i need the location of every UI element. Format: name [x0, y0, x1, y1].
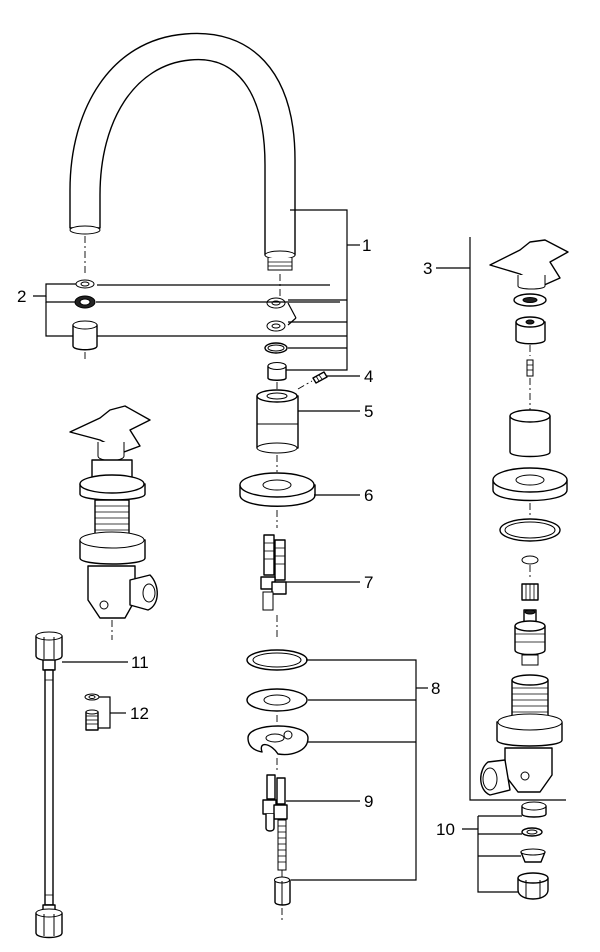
leader-1 — [286, 209, 360, 371]
spout-part — [69, 32, 296, 271]
leader-12 — [98, 696, 126, 729]
callout-6: 6 — [364, 486, 373, 505]
leader-2 — [33, 283, 347, 337]
callout-12: 12 — [130, 704, 149, 723]
callout-7: 7 — [364, 573, 373, 592]
left-valve-assembly — [69, 405, 158, 619]
leader-10 — [462, 815, 522, 893]
supply-hose-part — [35, 631, 63, 939]
valve-kit-parts — [480, 239, 569, 796]
leader-8 — [291, 659, 428, 881]
callout-10: 10 — [436, 820, 455, 839]
callout-2: 2 — [17, 287, 26, 306]
callout-9: 9 — [364, 792, 373, 811]
aerator-set-part — [72, 279, 98, 351]
callout-8: 8 — [431, 679, 440, 698]
callout-5: 5 — [364, 402, 373, 421]
filter-insert-part — [84, 693, 100, 731]
set-screw-part — [297, 371, 328, 390]
spout-sleeve-part — [256, 389, 299, 454]
mounting-hardware-part — [246, 649, 309, 756]
callout-1: 1 — [362, 236, 371, 255]
base-escutcheon-part — [239, 472, 316, 507]
spout-washers — [264, 297, 288, 381]
callout-4: 4 — [364, 367, 373, 386]
compression-fitting-part — [517, 801, 549, 900]
valve-kit-frame — [469, 237, 566, 801]
callout-11: 11 — [131, 653, 149, 672]
mounting-shank-part — [260, 534, 287, 611]
coupling-nut-part — [274, 876, 291, 906]
callout-3: 3 — [423, 259, 432, 278]
threaded-rod-part — [262, 774, 288, 871]
